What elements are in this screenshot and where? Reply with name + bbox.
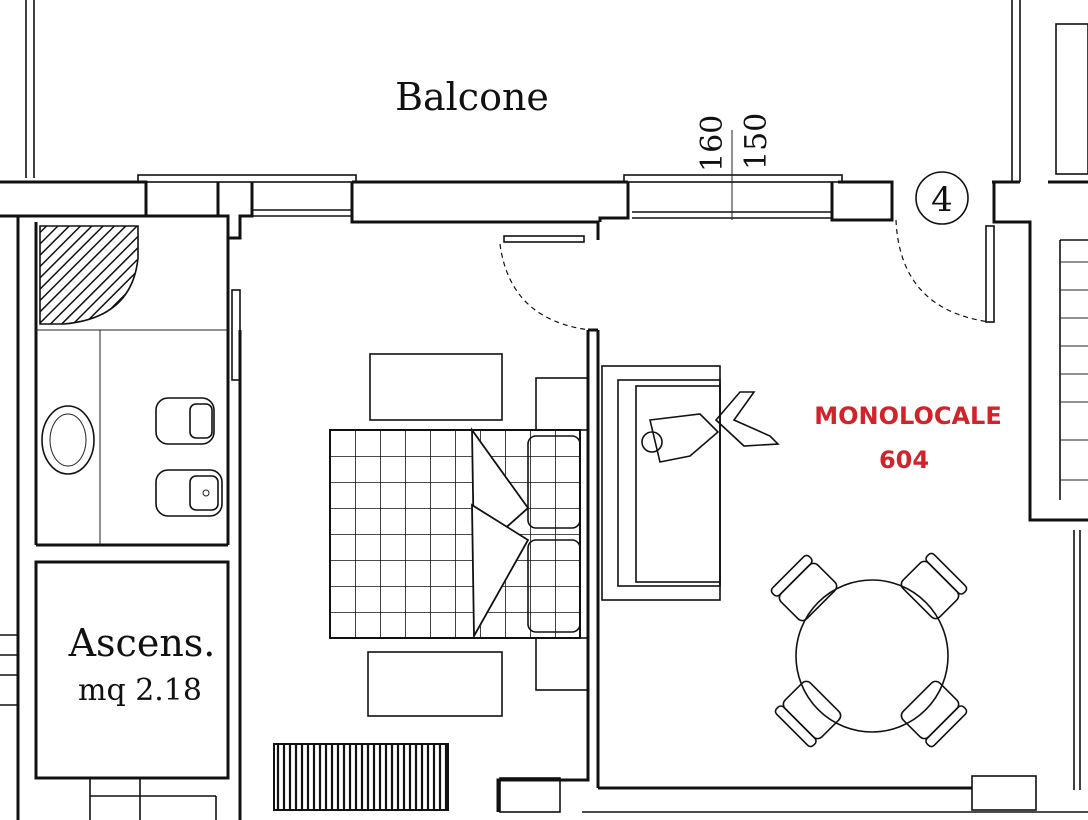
sink-icon [41, 405, 95, 475]
radiator [273, 743, 449, 811]
marker-number: 4 [931, 180, 953, 220]
partition-wall [496, 328, 1088, 813]
dimension-160: 160 [695, 115, 730, 172]
marker-circle: 4 [915, 171, 969, 225]
chair-icon [900, 552, 968, 620]
toilet-icon [155, 397, 215, 445]
door-swing [499, 219, 995, 331]
person-icon [641, 391, 780, 463]
balcony [25, 0, 1021, 182]
chair-icon [774, 680, 842, 748]
chair-icon [770, 554, 838, 622]
double-bed [329, 353, 589, 717]
bidet-icon [155, 469, 223, 517]
exterior-wall [0, 130, 1088, 522]
bathroom [16, 216, 242, 820]
dimension-150: 150 [739, 113, 774, 170]
lift-area: mq 2.18 [78, 673, 202, 708]
lift-shaft [0, 560, 230, 820]
unit-number: 604 [879, 446, 929, 474]
dining-table [770, 552, 968, 748]
lift-label: Ascens. [68, 621, 216, 665]
balcony-label: Balcone [395, 75, 549, 119]
chair-icon [900, 680, 968, 748]
neighbour-room [1055, 23, 1088, 790]
sofa [601, 365, 780, 601]
shower-tray [39, 225, 139, 325]
unit-name: MONOLOCALE [814, 402, 1002, 430]
